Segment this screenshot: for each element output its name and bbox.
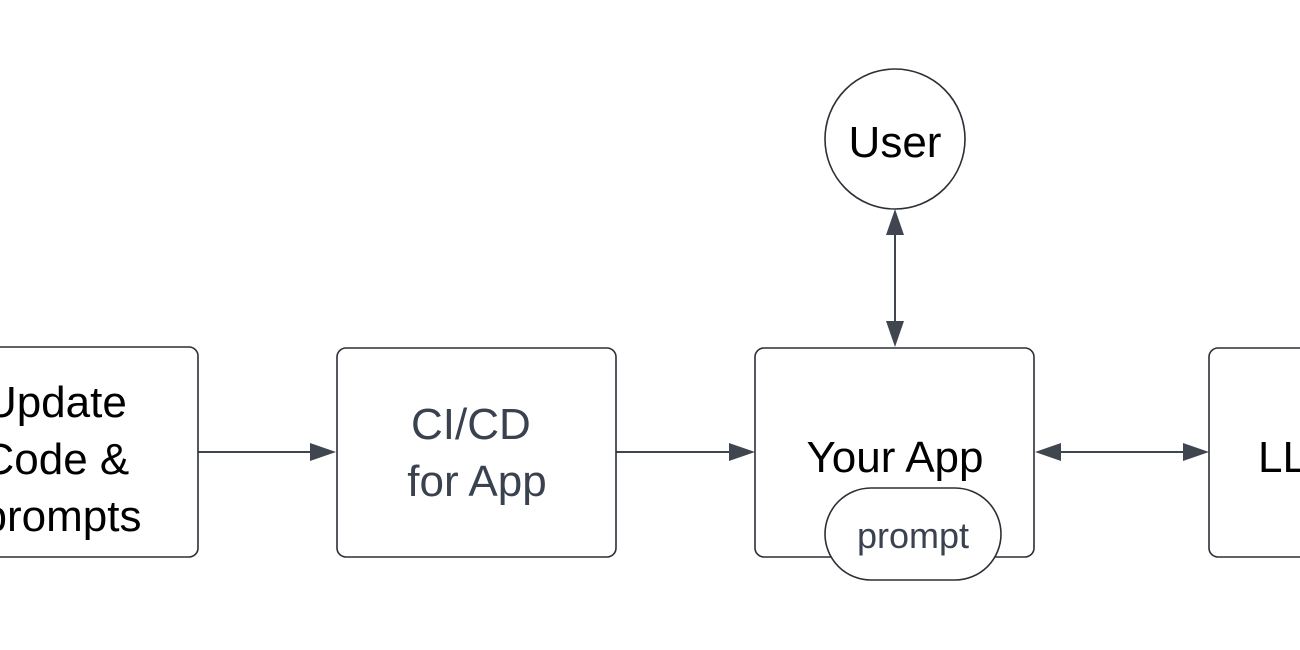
arrowhead-app-left (729, 443, 755, 461)
arrowhead-app-top (886, 321, 904, 347)
node-prompt: prompt (824, 487, 1002, 581)
node-app-label: Your App (807, 433, 984, 482)
node-cicd-box (336, 347, 617, 558)
node-cicd-label: CI/CD for App (407, 400, 546, 506)
node-update-label: Update Code & prompts (0, 378, 142, 541)
node-user-circle (824, 68, 966, 210)
edges (198, 209, 1209, 461)
node-prompt-label: prompt (857, 515, 969, 556)
node-update: Update Code & prompts (0, 346, 199, 558)
node-update-line-1: Update (0, 378, 127, 427)
node-prompt-pill (824, 487, 1002, 581)
node-llm-label: LLM (1258, 433, 1300, 482)
node-cicd-line-1: CI/CD (411, 400, 531, 449)
node-cicd-line-2: for App (407, 457, 546, 506)
arrowhead-cicd-left (310, 443, 336, 461)
node-update-line-3: prompts (0, 492, 141, 541)
node-cicd: CI/CD for App (336, 347, 617, 558)
node-update-box (0, 346, 199, 558)
arrowhead-user-bottom (886, 209, 904, 235)
node-llm-box (1208, 347, 1300, 558)
node-update-line-2: Code & (0, 435, 129, 484)
node-user: User (824, 68, 966, 210)
node-llm: LLM (1208, 347, 1300, 558)
node-user-label: User (849, 118, 942, 167)
arrowhead-llm-left (1183, 443, 1209, 461)
arrowhead-app-right (1035, 443, 1061, 461)
